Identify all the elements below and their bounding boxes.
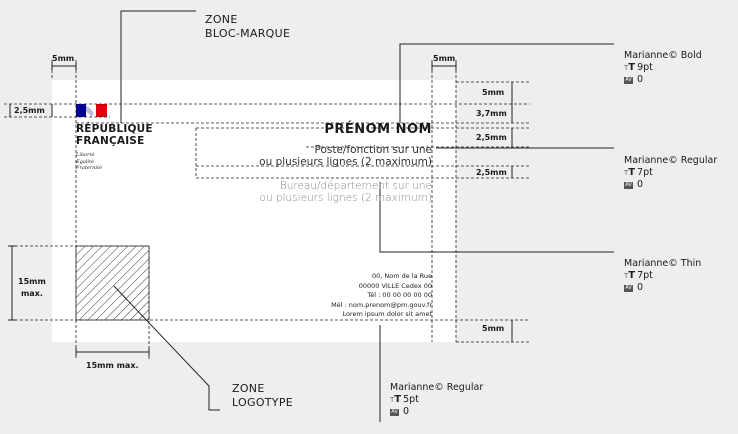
logotype-zone-hatch: [75, 245, 150, 321]
measure-2-5mm-b: 2,5mm: [476, 168, 507, 177]
address-city: 00000 VILLE Cedex 00: [358, 281, 432, 290]
measure-15mm-max: max.: [20, 289, 43, 298]
marianne-flag-icon: [76, 104, 107, 117]
measure-5mm-right: 5mm: [433, 54, 456, 63]
type-size-icon: TT: [624, 270, 636, 281]
spec-tracking: 0: [637, 179, 644, 190]
address-street: 00, Nom de la Rue: [371, 272, 432, 280]
spec-font-name: Marianne© Thin: [624, 258, 702, 269]
card-role-line1: Poste/fonction sur une: [314, 144, 432, 156]
measure-15mm-max-horizontal: 15mm max.: [86, 361, 139, 370]
card-department-line2: ou plusieurs lignes (2 maximum): [259, 192, 432, 204]
dimension-marks: [8, 62, 513, 356]
spec-font-size: 9pt: [637, 62, 653, 73]
spec-tracking: 0: [403, 406, 410, 417]
letter-spacing-icon: AV: [624, 76, 633, 84]
letter-spacing-icon: AV: [624, 284, 633, 292]
address-phone: Tél : 00 00 00 00 00: [367, 291, 432, 299]
measure-2-5mm-a: 2,5mm: [476, 133, 507, 142]
zone-bloc-marque-label: ZONE BLOC-MARQUE: [205, 13, 290, 41]
spec-font-name: Marianne© Bold: [624, 50, 702, 61]
zone-logotype-label: ZONE LOGOTYPE: [232, 382, 293, 410]
spec-font-size: 7pt: [637, 167, 653, 178]
card-department: Bureau/département sur une ou plusieurs …: [260, 180, 432, 204]
card-address: 00, Nom de la Rue 00000 VILLE Cedex 00 T…: [331, 272, 432, 320]
card-name: PRÉNOM NOM: [324, 122, 432, 137]
zone-logotype-line1: ZONE: [232, 382, 265, 395]
type-size-icon: TT: [390, 394, 402, 405]
republique-francaise-wordmark: RÉPUBLIQUE FRANÇAISE: [76, 123, 153, 147]
devise: Liberté Égalité Fraternité: [76, 152, 102, 172]
address-extra: Lorem ipsum dolor sit amet: [342, 310, 432, 318]
devise-egalite: Égalité: [76, 158, 94, 165]
card-department-line1: Bureau/département sur une: [279, 180, 432, 192]
measure-15mm-value: 15mm: [18, 277, 46, 286]
type-size-icon: TT: [624, 167, 636, 178]
wordmark-line1: RÉPUBLIQUE: [76, 123, 153, 135]
devise-liberte: Liberté: [76, 152, 95, 158]
spec-tracking: 0: [637, 74, 644, 85]
wordmark-line2: FRANÇAISE: [76, 135, 145, 147]
measure-15mm-max-vertical: 15mm max.: [18, 276, 46, 300]
measure-5mm-left: 5mm: [52, 54, 75, 63]
dashed-guides: [4, 60, 530, 360]
spec-font-size: 5pt: [403, 394, 419, 405]
measure-2-5mm-left: 2,5mm: [14, 106, 45, 115]
measure-3-7mm: 3,7mm: [476, 109, 507, 118]
address-email: Mél : nom.prenom@pm.gouv.fr: [331, 300, 432, 309]
card-role-line2: ou plusieurs lignes (2 maximum): [259, 156, 432, 168]
measure-5mm-bottom-right: 5mm: [482, 324, 505, 333]
letter-spacing-icon: AV: [390, 408, 399, 416]
zone-bloc-marque-line2: BLOC-MARQUE: [205, 27, 291, 40]
card-role: Poste/fonction sur une ou plusieurs lign…: [259, 144, 432, 168]
spec-font-name: Marianne© Regular: [390, 382, 484, 393]
type-size-icon: TT: [624, 62, 636, 73]
measure-5mm-top-right: 5mm: [482, 88, 505, 97]
zone-bloc-marque-line1: ZONE: [205, 13, 238, 26]
leader-lines: [113, 10, 614, 422]
spec-tracking: 0: [637, 282, 644, 293]
zone-logotype-line2: LOGOTYPE: [232, 396, 293, 409]
spec-font-size: 7pt: [637, 270, 653, 281]
spec-font-name: Marianne© Regular: [624, 155, 718, 166]
letter-spacing-icon: AV: [624, 181, 633, 189]
devise-fraternite: Fraternité: [76, 165, 102, 171]
